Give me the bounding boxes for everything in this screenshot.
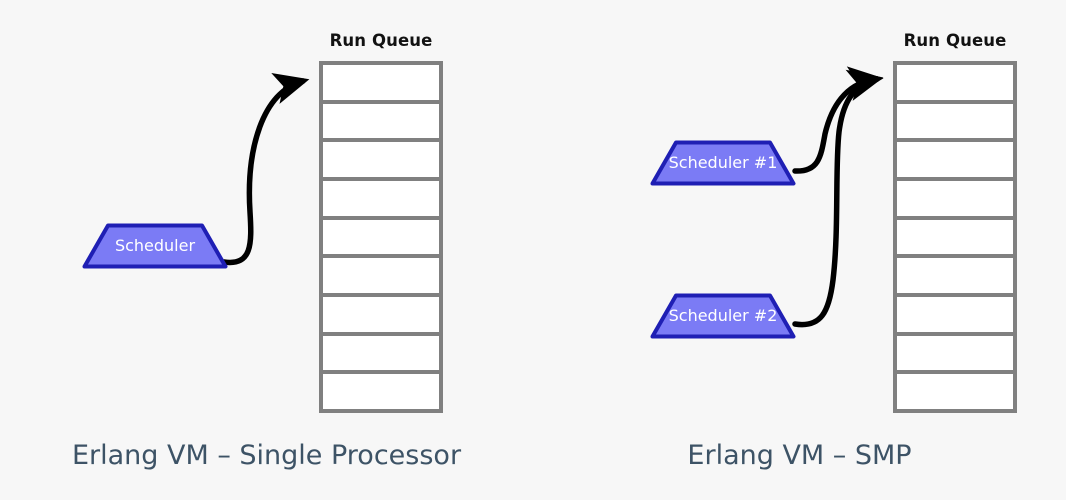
arrow-scheduler-to-queue [221,73,310,266]
run-queue-cell [323,374,439,410]
panel-smp: Run Queue Scheduler #1 [533,0,1066,500]
run-queue-cell [897,335,1013,375]
run-queue-cell [323,258,439,298]
run-queue-cell [323,103,439,143]
trapezoid-shape [82,223,228,269]
scheduler-node[interactable]: Scheduler #2 [650,293,796,339]
arrow-layer [221,73,310,266]
arrow-scheduler2-to-queue [792,69,884,328]
panel-caption: Erlang VM – Single Processor [71,440,462,471]
run-queue-cell [897,374,1013,410]
run-queue-cell [323,142,439,182]
run-queue-cell [323,181,439,220]
run-queue-title: Run Queue [329,31,433,50]
panel-caption: Erlang VM – SMP [687,440,912,471]
run-queue-cell [897,297,1013,336]
scheduler-node[interactable]: Scheduler [82,223,228,269]
run-queue-cell [897,142,1013,182]
scheduler-node[interactable]: Scheduler #1 [650,140,796,186]
run-queue-cell [323,65,439,104]
run-queue [893,61,1017,413]
run-queue-cell [897,181,1013,220]
scheduler-label: Scheduler #2 [668,306,778,325]
run-queue-cell [323,219,439,259]
run-queue-cell [897,65,1013,104]
panel-single-processor: Run Queue Scheduler [71,31,462,471]
run-queue [319,61,443,413]
trapezoid-shape [650,140,796,186]
run-queue-cell [897,103,1013,143]
run-queue-title: Run Queue [903,31,1007,50]
run-queue-cell [323,297,439,336]
scheduler-label: Scheduler [114,236,196,255]
run-queue-cell [897,258,1013,298]
scheduler-label: Scheduler #1 [668,153,778,172]
run-queue-cell [897,219,1013,259]
arrow-scheduler1-to-queue [792,66,884,174]
run-queue-cell [323,335,439,375]
trapezoid-shape [650,293,796,339]
